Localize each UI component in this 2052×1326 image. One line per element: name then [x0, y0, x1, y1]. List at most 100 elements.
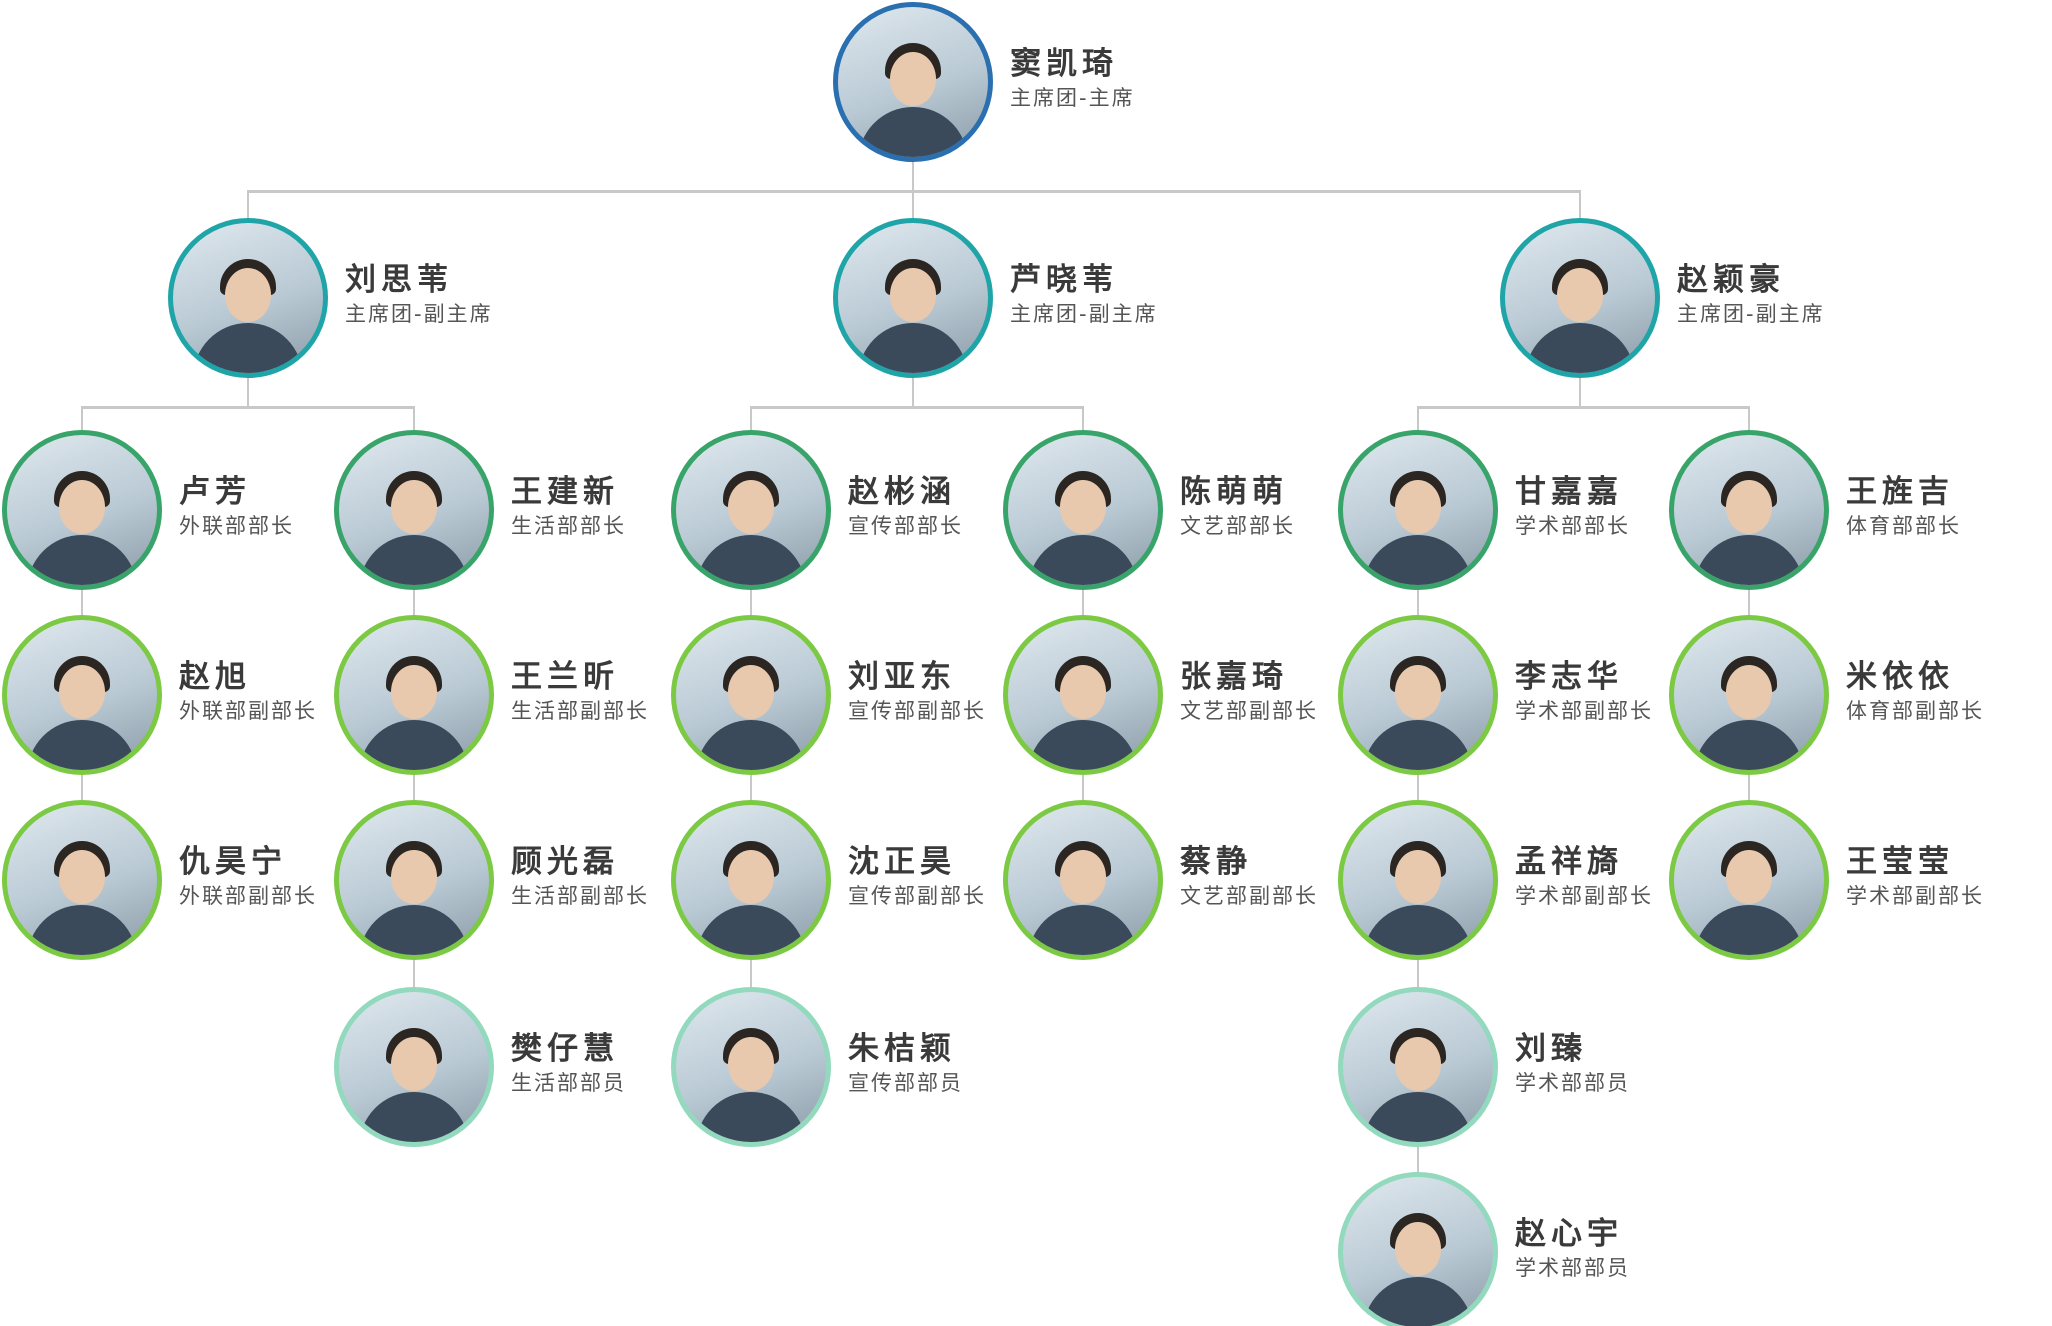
person-silhouette-icon — [1363, 905, 1473, 955]
face-shape — [728, 850, 774, 904]
face-shape — [391, 665, 437, 719]
avatar — [671, 987, 831, 1147]
avatar — [2, 430, 162, 590]
avatar — [334, 800, 494, 960]
person-silhouette-icon — [27, 905, 137, 955]
person-silhouette-icon — [858, 323, 968, 373]
face-shape — [1395, 1222, 1441, 1276]
person-role: 文艺部副部长 — [1180, 884, 1318, 908]
connector-line — [248, 190, 1580, 193]
connector-line — [912, 378, 914, 406]
person-role: 宣传部部员 — [848, 1071, 963, 1095]
person-name: 卢芳 — [179, 474, 251, 510]
person-role: 生活部部员 — [511, 1071, 626, 1095]
face-shape — [1395, 665, 1441, 719]
person-role: 学术部副部长 — [1515, 699, 1653, 723]
person-name: 沈正昊 — [848, 844, 956, 880]
avatar — [1338, 800, 1498, 960]
avatar — [833, 2, 993, 162]
person-name: 芦晓苇 — [1010, 262, 1118, 298]
person-name: 顾光磊 — [511, 844, 619, 880]
person-silhouette-icon — [1525, 323, 1635, 373]
face-shape — [391, 1037, 437, 1091]
avatar — [1669, 800, 1829, 960]
face-shape — [1726, 850, 1772, 904]
person-silhouette-icon — [696, 1092, 806, 1142]
face-shape — [1557, 268, 1603, 322]
avatar — [168, 218, 328, 378]
face-shape — [59, 480, 105, 534]
person-name: 仇昊宁 — [179, 844, 287, 880]
person-role: 文艺部副部长 — [1180, 699, 1318, 723]
person-name: 刘思苇 — [345, 262, 453, 298]
person-role: 主席团-副主席 — [1010, 302, 1158, 326]
person-role: 体育部部长 — [1846, 514, 1961, 538]
connector-line — [247, 378, 249, 406]
connector-line — [1579, 378, 1581, 406]
person-name: 赵旭 — [179, 659, 251, 695]
person-role: 宣传部部长 — [848, 514, 963, 538]
avatar — [1669, 615, 1829, 775]
person-role: 宣传部副部长 — [848, 699, 986, 723]
person-silhouette-icon — [1028, 720, 1138, 770]
person-name: 王建新 — [511, 474, 619, 510]
person-name: 陈萌萌 — [1180, 474, 1288, 510]
person-silhouette-icon — [1028, 905, 1138, 955]
person-role: 外联部副部长 — [179, 884, 317, 908]
face-shape — [59, 665, 105, 719]
person-role: 学术部部员 — [1515, 1071, 1630, 1095]
person-name: 米依依 — [1846, 659, 1954, 695]
face-shape — [391, 480, 437, 534]
person-name: 王旌吉 — [1846, 474, 1954, 510]
avatar — [1003, 615, 1163, 775]
person-silhouette-icon — [359, 1092, 469, 1142]
person-name: 刘臻 — [1515, 1031, 1587, 1067]
face-shape — [728, 480, 774, 534]
face-shape — [1726, 665, 1772, 719]
person-silhouette-icon — [696, 535, 806, 585]
face-shape — [890, 268, 936, 322]
avatar — [671, 800, 831, 960]
person-silhouette-icon — [1694, 535, 1804, 585]
person-role: 生活部部长 — [511, 514, 626, 538]
person-role: 体育部副部长 — [1846, 699, 1984, 723]
person-role: 主席团-副主席 — [345, 302, 493, 326]
person-role: 学术部副部长 — [1846, 884, 1984, 908]
connector-line — [413, 510, 415, 1067]
avatar — [671, 430, 831, 590]
person-role: 主席团-副主席 — [1677, 302, 1825, 326]
person-name: 王莹莹 — [1846, 844, 1954, 880]
person-name: 李志华 — [1515, 659, 1623, 695]
person-silhouette-icon — [359, 905, 469, 955]
person-silhouette-icon — [1363, 535, 1473, 585]
person-silhouette-icon — [1363, 720, 1473, 770]
person-role: 生活部副部长 — [511, 884, 649, 908]
person-role: 主席团-主席 — [1010, 86, 1135, 110]
connector-line — [1417, 406, 1419, 430]
person-silhouette-icon — [1363, 1092, 1473, 1142]
face-shape — [1395, 480, 1441, 534]
avatar — [2, 800, 162, 960]
person-silhouette-icon — [1694, 720, 1804, 770]
person-role: 生活部副部长 — [511, 699, 649, 723]
face-shape — [1060, 480, 1106, 534]
face-shape — [728, 665, 774, 719]
person-silhouette-icon — [193, 323, 303, 373]
avatar — [2, 615, 162, 775]
face-shape — [59, 850, 105, 904]
avatar — [1003, 430, 1163, 590]
connector-line — [82, 406, 414, 409]
person-name: 王兰昕 — [511, 659, 619, 695]
person-silhouette-icon — [27, 535, 137, 585]
face-shape — [1395, 1037, 1441, 1091]
person-role: 宣传部副部长 — [848, 884, 986, 908]
face-shape — [391, 850, 437, 904]
avatar — [1500, 218, 1660, 378]
connector-line — [750, 510, 752, 1067]
person-name: 赵心宇 — [1515, 1216, 1623, 1252]
person-role: 学术部副部长 — [1515, 884, 1653, 908]
person-silhouette-icon — [858, 107, 968, 157]
person-name: 刘亚东 — [848, 659, 956, 695]
person-name: 甘嘉嘉 — [1515, 474, 1623, 510]
